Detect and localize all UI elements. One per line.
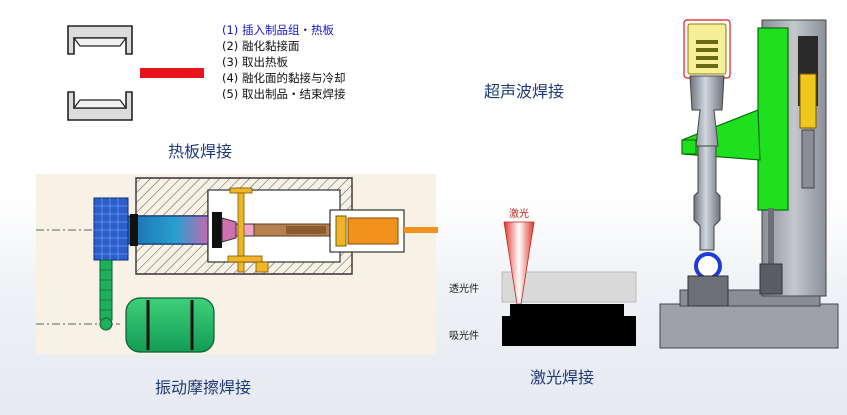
absorb-layer: [502, 304, 636, 346]
green-plate: [757, 27, 789, 211]
ultrasonic-title: 超声波焊接: [484, 82, 565, 101]
vibration-title: 振动摩擦焊接: [155, 378, 252, 397]
hotplate-step-1: (1) 插入制品组・热板: [222, 23, 334, 37]
hotplate-step-3: (3) 取出热板: [222, 55, 288, 69]
motor: [125, 297, 215, 353]
laser-absorb-label: 吸光件: [449, 331, 479, 342]
ultrasonic-machine: [659, 19, 839, 349]
laser-diagram: [501, 221, 637, 346]
hotplate-step-4: (4) 融化面的黏接与冷却: [222, 71, 346, 85]
hotplate-title: 热板焊接: [168, 142, 233, 161]
drive-block: [93, 197, 129, 261]
anvil: [687, 275, 729, 307]
hotplate-diagram: [67, 25, 204, 121]
vibration-diagram: [36, 174, 438, 354]
fixture: [227, 187, 269, 273]
laser-title: 激光焊接: [530, 368, 595, 387]
workpiece-ring: [694, 252, 722, 280]
hot-plate-bar: [140, 68, 204, 78]
hotplate-step-5: (5) 取出制品・结束焊接: [222, 87, 346, 101]
laser-transmit-label: 透光件: [449, 284, 479, 295]
laser-beam-label: 激光: [509, 209, 529, 220]
hotplate-step-2: (2) 融化黏接面: [222, 39, 300, 53]
horn: [689, 75, 725, 147]
machine-base: [659, 303, 839, 349]
drive-shaft: [127, 215, 209, 245]
